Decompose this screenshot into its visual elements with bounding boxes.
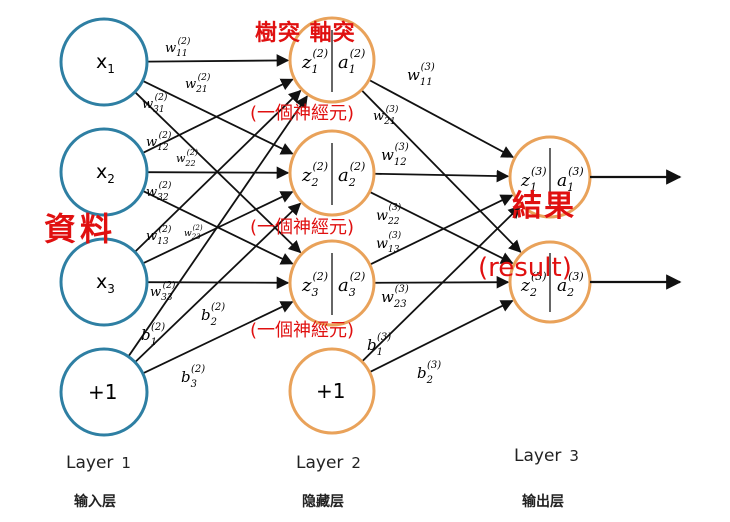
edge-hidden4-output1 [361,205,521,363]
annotation-neuron-1: (一個神經元) [250,103,354,124]
hidden-node-3-z: z3(2) [301,270,328,299]
weight-w32-l2: w32(2) [146,180,172,203]
bias-labels-layer2: b1(3) b2(3) [367,332,441,386]
edge-hidden2-output1 [373,169,510,183]
edge-hidden1-output1 [368,79,515,158]
input-bias-node [59,347,149,437]
input-label-3: x3 [96,271,115,296]
weight-w12-l2: w12(2) [146,130,172,153]
edge-input4-hidden1 [127,95,308,358]
weight-w11-l3: w11(3) [407,62,435,88]
edge-hidden4-output2 [369,299,514,374]
input-node-1 [59,17,149,107]
handwritten-annotations: 樹突 軸突 (一個神經元) (一個神經元) (一個神經元) 資料 結果 (res… [44,20,576,341]
weight-w23-l3: w23(3) [381,284,409,310]
hidden-node-3-a: a3(2) [338,270,365,299]
output-node-2-a: a2(3) [557,270,584,299]
hidden-node-1-a: a1(2) [338,47,365,76]
edge-input1-hidden1 [146,54,290,67]
output-layer-cn: 输出层 [522,493,564,510]
annotation-dendrite-axon: 樹突 軸突 [255,20,356,46]
edge-input1-hidden2 [142,80,294,155]
hidden-layer: z1(2) a1(2) z2(2) a2(2) z3(2) a3(2) +1 [288,16,376,435]
edge-hidden3-output2 [373,275,510,289]
connection-lines [127,54,522,375]
edge-hidden2-output2 [369,190,514,265]
edge-input3-hidden1 [134,89,302,253]
hidden-bias-node [288,347,376,435]
bias-b3-l2: b3(2) [181,364,205,390]
input-bias-label: +1 [88,380,117,404]
bias-b1-l3: b1(3) [367,332,391,358]
weight-w13-l2: w13(2) [146,224,172,247]
bias-b2-l2: b2(2) [201,302,225,328]
input-node-2 [59,127,149,217]
bias-labels-layer1: b1(2) b2(2) b3(2) [141,302,225,390]
edge-input4-hidden2 [134,202,302,363]
weight-w33-l2: w33(2) [150,280,176,303]
weight-w11-l2: w11(2) [165,36,191,59]
input-label-2: x2 [96,161,115,186]
weight-w13-l3: w13(3) [376,230,402,255]
hidden-bias-label: +1 [316,379,345,403]
weight-w21-l2: w21(2) [185,72,211,95]
weight-labels-layer2: w11(3) w21(3) w12(3) w22(3) w13(3) w23(3… [373,62,435,310]
bias-b1-l2: b1(2) [141,322,165,348]
annotation-result-en: (result) [478,253,572,283]
weight-w12-l3: w12(3) [381,142,409,168]
edge-hidden1-output2 [360,89,522,253]
bias-b2-l3: b2(3) [417,360,441,386]
hidden-node-2-z: z2(2) [301,160,328,189]
edge-input2-hidden1 [142,78,294,154]
weight-labels-layer1: w11(2) w21(2) w31(2) w12(2) w22(2) w32(2… [142,36,211,303]
input-node-3 [59,237,149,327]
output-node-2-z: z2(3) [520,270,547,299]
annotation-result-cn: 結果 [512,189,576,224]
input-layer: x1 x2 x3 +1 [59,17,149,437]
output-layer: z1(3) a1(3) z2(3) a2(3) [508,135,682,324]
edge-input4-hidden3 [142,301,294,375]
output-node-1-z: z1(3) [520,165,547,194]
hidden-node-2-a: a2(2) [338,160,365,189]
annotation-neuron-2: (一個神經元) [250,217,354,238]
weight-w31-l2: w31(2) [142,92,168,115]
weight-w22-l3: w22(3) [376,202,402,227]
weight-w21-l3: w21(3) [373,104,399,127]
output-node-1-a: a1(3) [557,165,584,194]
annotation-neuron-3: (一個神經元) [250,320,354,341]
weight-w23-l2: w23(2) [184,224,203,241]
input-layer-cn: 输入层 [74,493,116,510]
input-label-1: x1 [96,51,115,76]
hidden-node-1-z: z1(2) [301,47,328,76]
hidden-layer-cn: 隐藏层 [302,493,344,510]
weight-w22-l2: w22(2) [176,148,198,168]
annotation-data: 資料 [44,210,116,248]
edge-hidden3-output1 [369,194,514,266]
